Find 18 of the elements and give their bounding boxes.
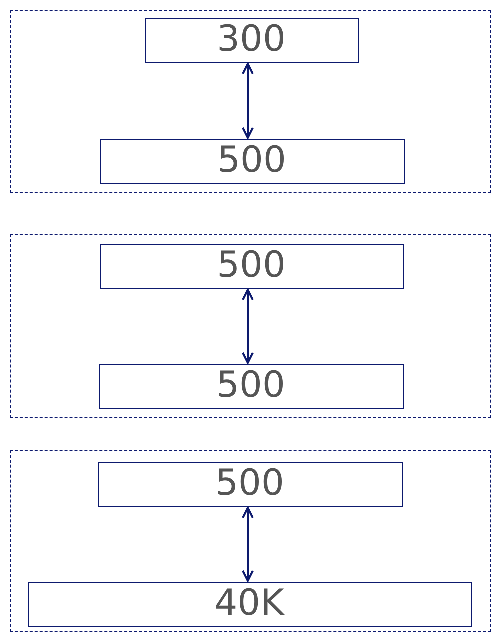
value-label: 500: [218, 143, 286, 179]
value-box: [100, 244, 404, 288]
value-box: [28, 582, 472, 626]
value-label: 40K: [214, 586, 284, 622]
value-label: 500: [216, 368, 286, 404]
value-label: 500: [216, 466, 284, 502]
value-label: 500: [217, 248, 286, 284]
value-label: 300: [217, 22, 286, 58]
double-arrow: [242, 507, 254, 582]
value-box: [98, 364, 404, 408]
double-arrow: [242, 63, 254, 139]
dashed-group-frame: [10, 450, 491, 632]
value-box: [98, 462, 402, 506]
value-box: [100, 138, 404, 184]
dashed-group-frame: [10, 10, 491, 193]
dashed-group-frame: [10, 234, 491, 418]
double-arrow: [242, 289, 254, 364]
value-box: [144, 18, 358, 62]
